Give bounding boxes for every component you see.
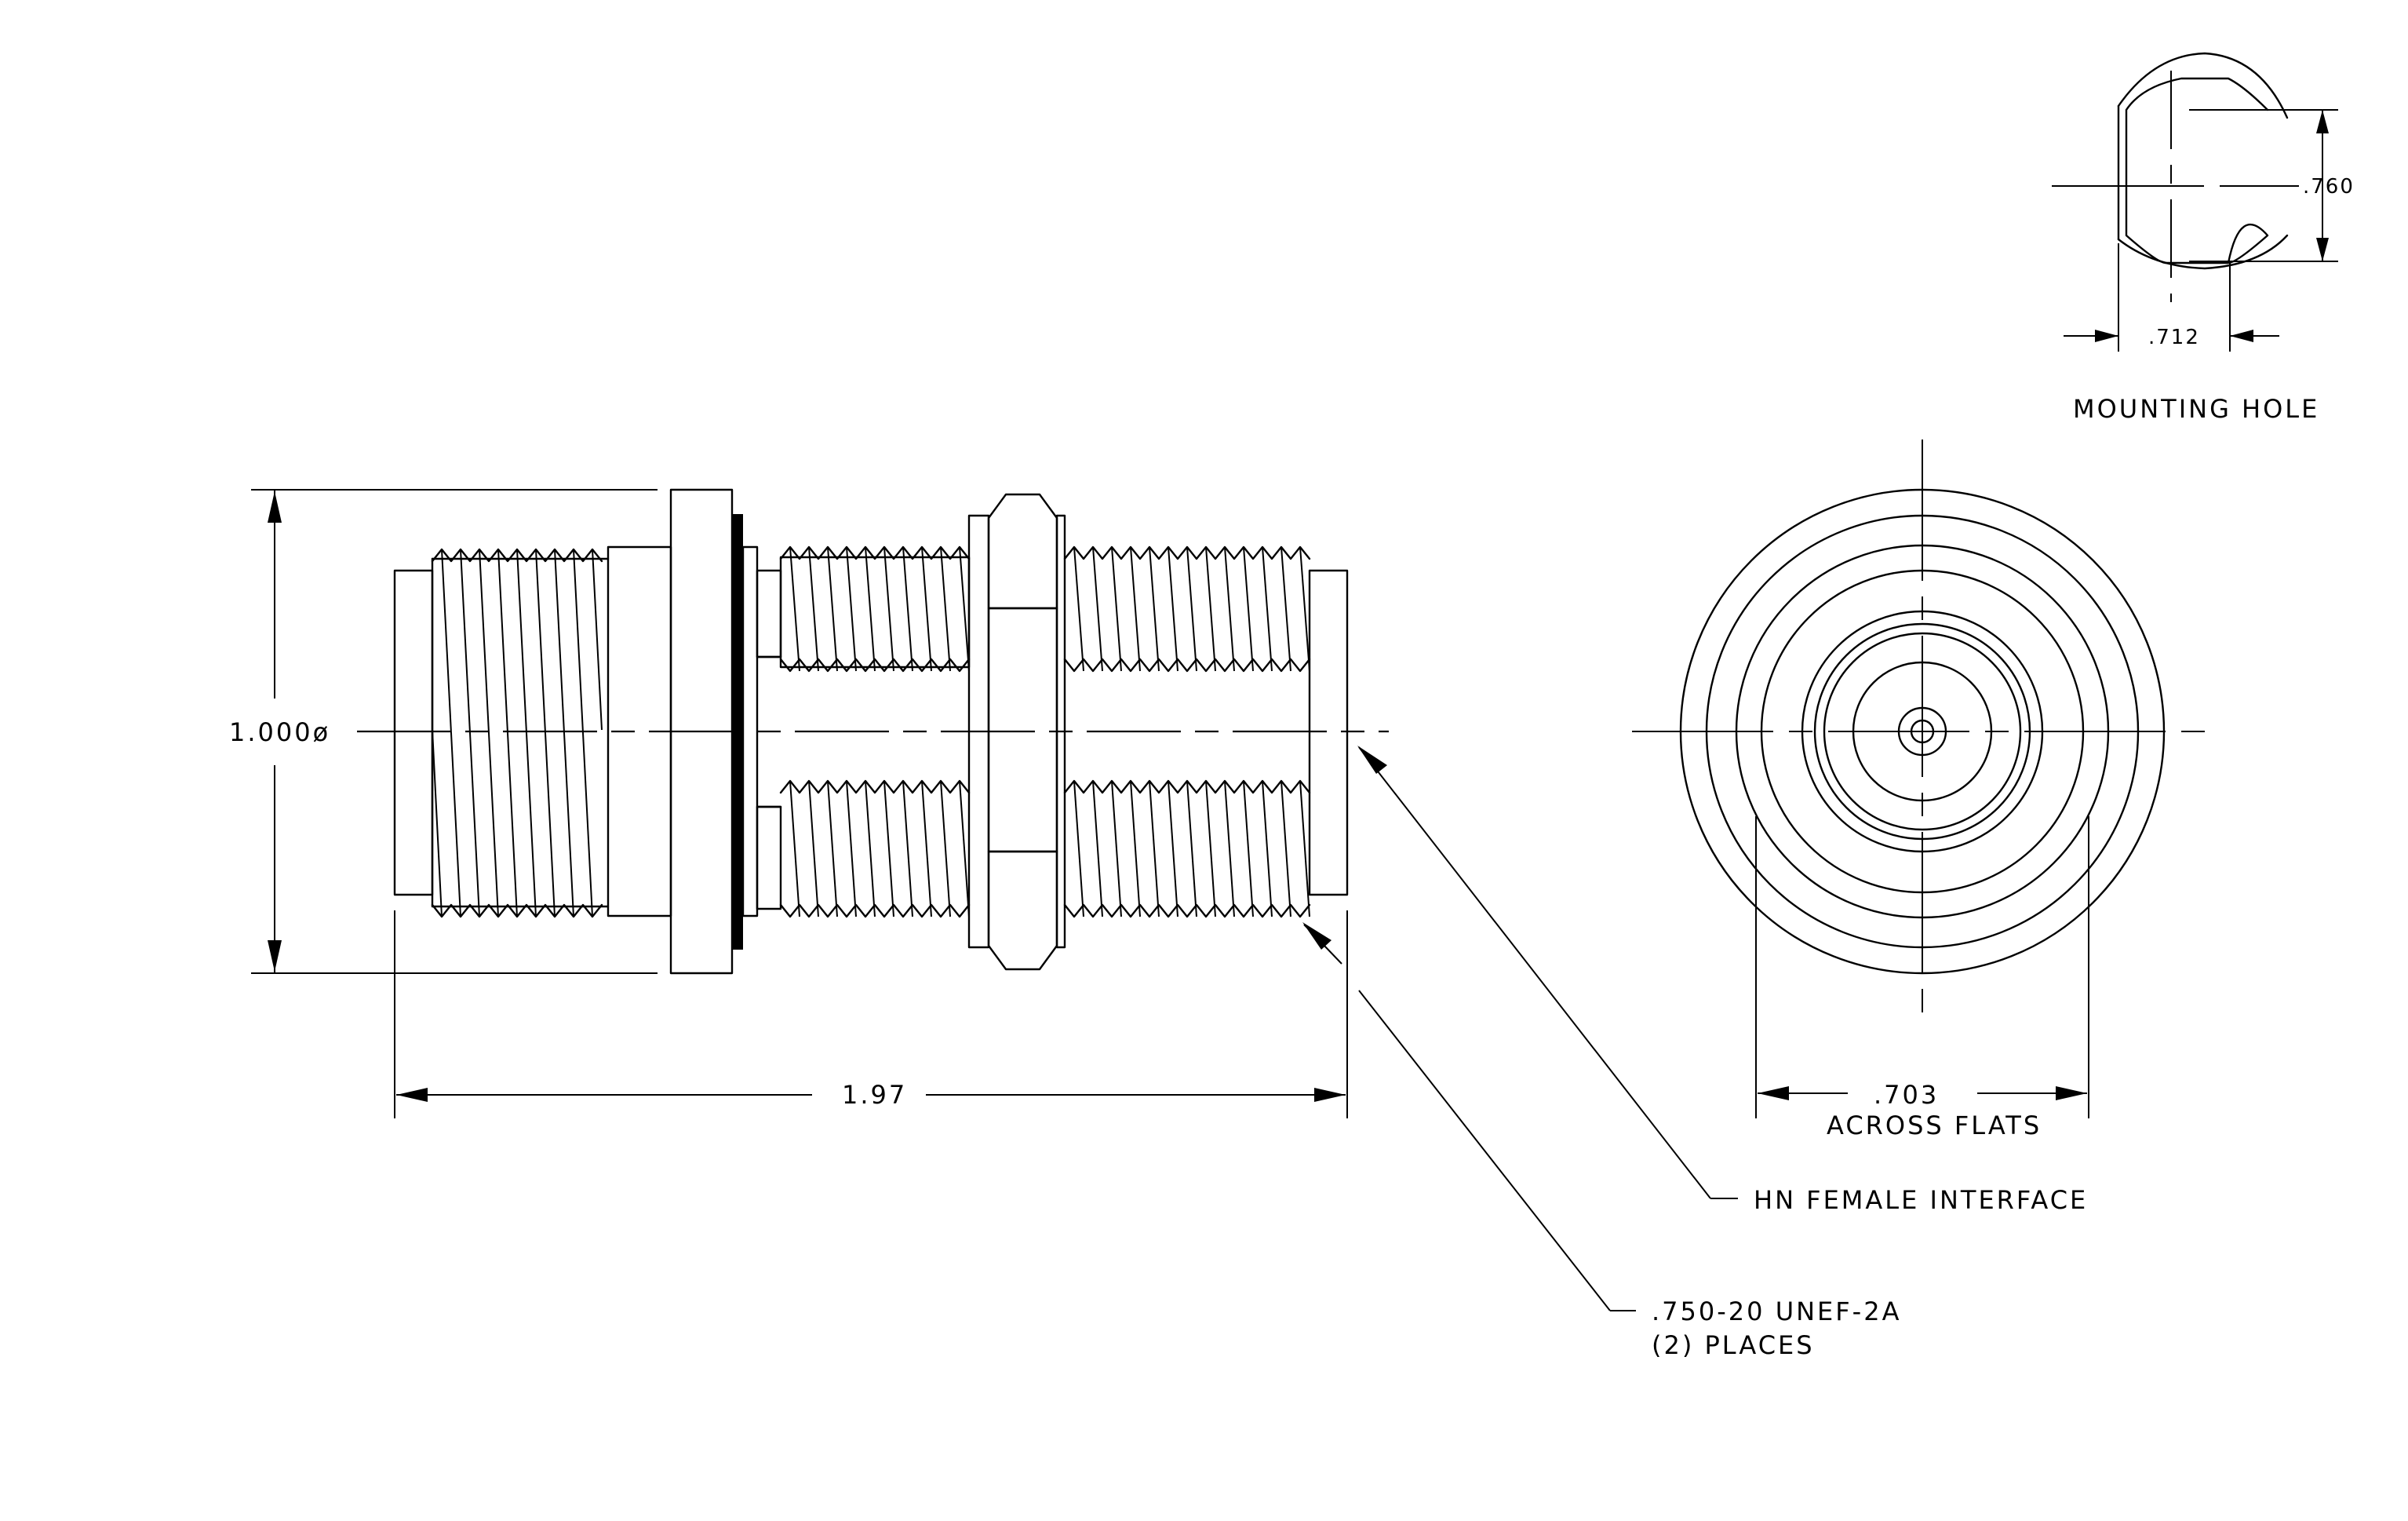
lower-thread-band (779, 779, 971, 918)
left-thread-lines (432, 549, 603, 917)
mounting-hole-width-dim: .712 (2148, 326, 2200, 349)
right-upper-thread (1063, 545, 1311, 673)
thread-callout: .750-20 UNEF-2A (2) PLACES (1302, 922, 1901, 1360)
mounting-hole-title: MOUNTING HOLE (2073, 394, 2319, 424)
mounting-hole-height-dim: .760 (2303, 175, 2355, 199)
upper-thread-band (779, 545, 971, 673)
diameter-dim: 1.000ø (229, 717, 330, 747)
right-lower-thread (1063, 779, 1311, 918)
end-view: .703 ACROSS FLATS (1632, 440, 2209, 1140)
flats-note: ACROSS FLATS (1827, 1111, 2042, 1140)
length-dim: 1.97 (842, 1080, 907, 1110)
thread-label-line1: .750-20 UNEF-2A (1652, 1297, 1901, 1326)
interface-label: HN FEMALE INTERFACE (1754, 1185, 2088, 1215)
side-view: 1.000ø (229, 488, 1389, 1118)
mounting-hole-outline (2125, 77, 2269, 264)
flats-dim: .703 (1874, 1080, 1939, 1110)
interface-callout: HN FEMALE INTERFACE (1357, 746, 2088, 1215)
thread-label-line2: (2) PLACES (1652, 1330, 1815, 1360)
mounting-hole-view: .760 .712 MOUNTING HOLE (2052, 52, 2355, 424)
